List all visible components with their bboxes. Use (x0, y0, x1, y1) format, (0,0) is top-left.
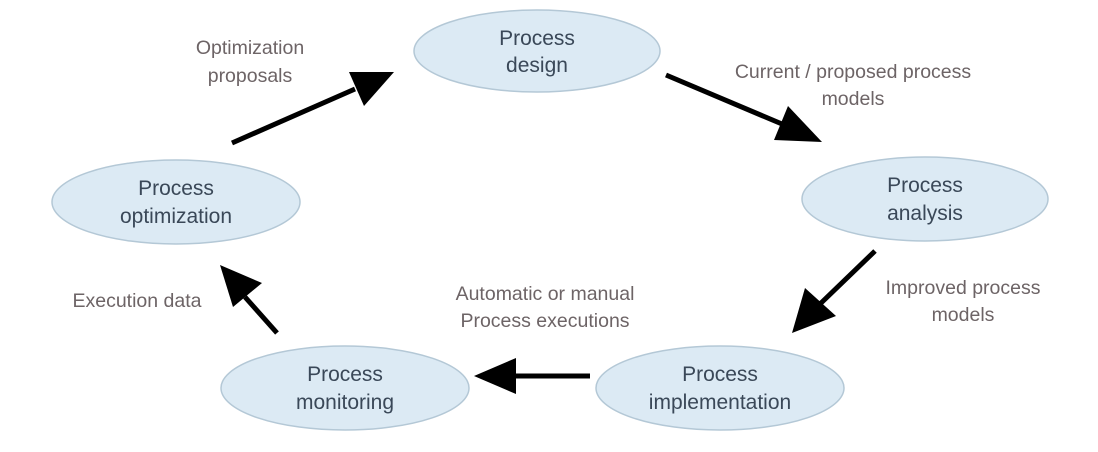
node-process-optimization-shape (51, 159, 301, 245)
arrow-monitoring-to-optimization (220, 265, 279, 335)
label-design-to-analysis-line-1: Current / proposed process (735, 61, 972, 83)
node-process-monitoring-shape (220, 345, 470, 431)
label-analysis-to-implementation-line-2: models (932, 304, 995, 326)
node-process-monitoring-label-1: Process (307, 363, 383, 386)
arrow-analysis-to-implementation (792, 249, 877, 333)
label-monitoring-to-optimization: Execution data (72, 290, 201, 312)
node-process-monitoring-label-2: monitoring (296, 391, 394, 414)
node-process-optimization-label-1: Process (138, 177, 214, 200)
label-analysis-to-implementation: Improved process models (886, 277, 1041, 326)
arrow-analysis-to-implementation-head (792, 288, 836, 333)
label-implementation-to-monitoring: Automatic or manual Process executions (456, 283, 635, 332)
label-monitoring-to-optimization-line-1: Execution data (72, 290, 201, 312)
label-optimization-to-design: Optimization proposals (196, 37, 304, 87)
node-process-design: Process design (413, 9, 661, 93)
node-process-implementation-shape (595, 345, 845, 431)
node-process-analysis-shape (801, 156, 1049, 242)
node-process-analysis-label-2: analysis (887, 202, 963, 225)
label-implementation-to-monitoring-line-2: Process executions (460, 310, 629, 332)
arrow-design-to-analysis-head (774, 106, 822, 142)
arrow-monitoring-to-optimization-shaft (243, 295, 279, 335)
node-process-monitoring: Process monitoring (220, 345, 470, 431)
label-implementation-to-monitoring-line-1: Automatic or manual (456, 283, 635, 305)
node-process-design-label-2: design (506, 54, 568, 77)
node-process-analysis: Process analysis (801, 156, 1049, 242)
node-process-implementation-label-2: implementation (649, 391, 791, 414)
arrow-optimization-to-design (230, 72, 394, 146)
label-optimization-to-design-line-1: Optimization (196, 37, 304, 59)
arrow-design-to-analysis-shaft (665, 72, 783, 127)
node-process-optimization-label-2: optimization (120, 205, 232, 228)
node-process-optimization: Process optimization (51, 159, 301, 245)
arrow-optimization-to-design-head (349, 72, 394, 106)
label-analysis-to-implementation-line-1: Improved process (886, 277, 1041, 299)
node-process-implementation: Process implementation (595, 345, 845, 431)
arrow-implementation-to-monitoring (474, 358, 590, 394)
node-process-design-shape (413, 9, 661, 93)
arrow-analysis-to-implementation-shaft (818, 249, 877, 306)
label-design-to-analysis-line-2: models (822, 88, 885, 110)
arrow-design-to-analysis (665, 72, 822, 142)
node-process-implementation-label-1: Process (682, 363, 758, 386)
node-process-design-label-1: Process (499, 27, 575, 50)
arrow-monitoring-to-optimization-head (220, 265, 262, 307)
arrow-optimization-to-design-shaft (230, 86, 357, 146)
label-optimization-to-design-line-2: proposals (208, 65, 293, 87)
label-design-to-analysis: Current / proposed process models (735, 61, 972, 110)
arrow-implementation-to-monitoring-head (474, 358, 516, 394)
node-process-analysis-label-1: Process (887, 174, 963, 197)
